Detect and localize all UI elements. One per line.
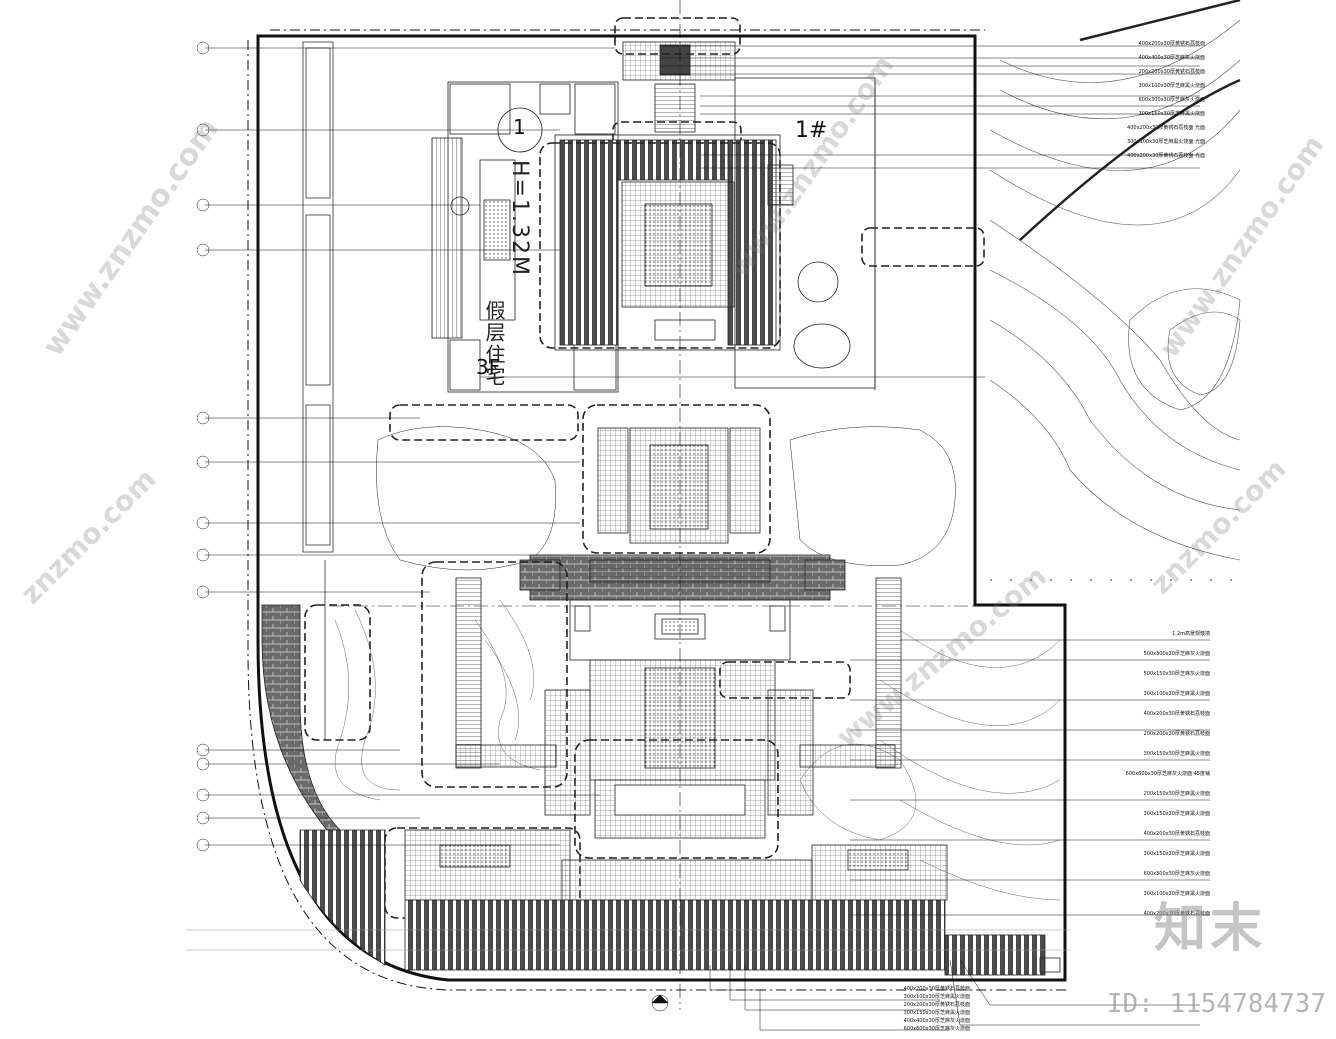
material-callout: 400x200x30厚黄锈石荔枝面 光面: [1127, 125, 1205, 131]
axis-lines: [185, 0, 1070, 1010]
level-text: H=1.32M: [507, 160, 532, 277]
material-callout: 600x300x30厚芝麻灰火烧面: [1143, 871, 1210, 877]
material-callout: 600x300x30厚芝麻灰火烧面: [1138, 97, 1205, 103]
building-1: [734, 77, 985, 390]
top-gate: [612, 17, 742, 158]
material-callout: 300x100x30厚芝麻黑火烧面: [1143, 891, 1210, 897]
bottom-leader-lines: [651, 959, 1200, 1031]
brand-logo: 知末: [1153, 899, 1266, 959]
material-callout: 300x150x30厚芝麻黑火烧面: [1143, 851, 1210, 857]
material-callout: 600x600x30厚芝麻灰火烧面 45度铺: [1125, 771, 1210, 777]
material-callout: 300x150x30厚芝麻黑火烧面: [1143, 811, 1210, 817]
bottom-plaza: [384, 827, 1061, 976]
material-callout: 300x150x30厚芝麻黑火烧面: [1138, 111, 1205, 117]
material-callout: 400x200x30厚黄锈石荔枝面 光面: [1127, 153, 1205, 159]
left-leader-lines: [196, 41, 615, 852]
material-callout: 200x200x30厚黄锈石荔枝面: [1138, 69, 1205, 75]
floor-count-label: 3F: [476, 355, 501, 379]
image-id: ID: 1154784737: [1106, 989, 1326, 1019]
material-callout: 300x150x30厚芝麻黑火烧面: [903, 1010, 970, 1016]
contour-lines-top: [989, 0, 1241, 581]
side-pavilions: [304, 559, 902, 788]
curved-paving-strip: [261, 604, 386, 966]
lower-pavilion: [529, 554, 851, 859]
material-callout: 200x200x30厚黄锈石荔枝面: [903, 1002, 970, 1008]
building-number-label: 1#: [795, 118, 828, 143]
material-callout: 400x200x30厚黄锈石荔枝面: [903, 986, 970, 992]
material-callout: 500x150x30厚芝麻灰火烧面: [1143, 671, 1210, 677]
material-callout: 200x150x30厚芝麻黑火烧面: [1143, 791, 1210, 797]
contour-lines-left-garden: [334, 599, 541, 801]
circle-number-label: 1: [513, 115, 526, 139]
material-callout: 300x100x30厚芝麻黑火烧面: [903, 994, 970, 1000]
material-callout: 400x200x30厚黄锈石荔枝面: [1143, 911, 1210, 917]
material-callout: 300x100x30厚芝麻黑火烧面 光面: [1127, 139, 1205, 145]
material-callout: 400x400x30厚芝麻灰火烧面: [903, 1018, 970, 1024]
material-callout: 400x400x30厚芝麻灰火烧面: [1138, 55, 1205, 61]
right-leader-lines: [660, 45, 1210, 916]
material-callout: 1.2m高景观矮墙: [1172, 631, 1210, 637]
material-callout: 300x100x30厚芝麻黑火烧面: [1138, 83, 1205, 89]
material-callout: 400x200x30厚黄锈石荔枝面: [1143, 831, 1210, 837]
house-building: [431, 81, 619, 393]
building-description: 假层住宅: [482, 300, 506, 388]
material-callout: 400x200x30厚黄锈石荔枝面: [1143, 711, 1210, 717]
material-callout: 300x100x30厚芝麻黑火烧面: [1143, 691, 1210, 697]
material-callout: 600x600x30厚芝麻灰火烧面: [903, 1026, 970, 1032]
left-road: [302, 41, 334, 740]
material-callout: 500x300x30厚芝麻灰火烧面: [1143, 651, 1210, 657]
material-callout: 400x200x30厚黄锈石荔枝面: [1138, 41, 1205, 47]
material-callout: 300x150x30厚芝麻黑火烧面: [1143, 751, 1210, 757]
material-callout: 200x200x30厚黄锈石荔枝面: [1143, 731, 1210, 737]
courtyard-2: [376, 404, 956, 571]
